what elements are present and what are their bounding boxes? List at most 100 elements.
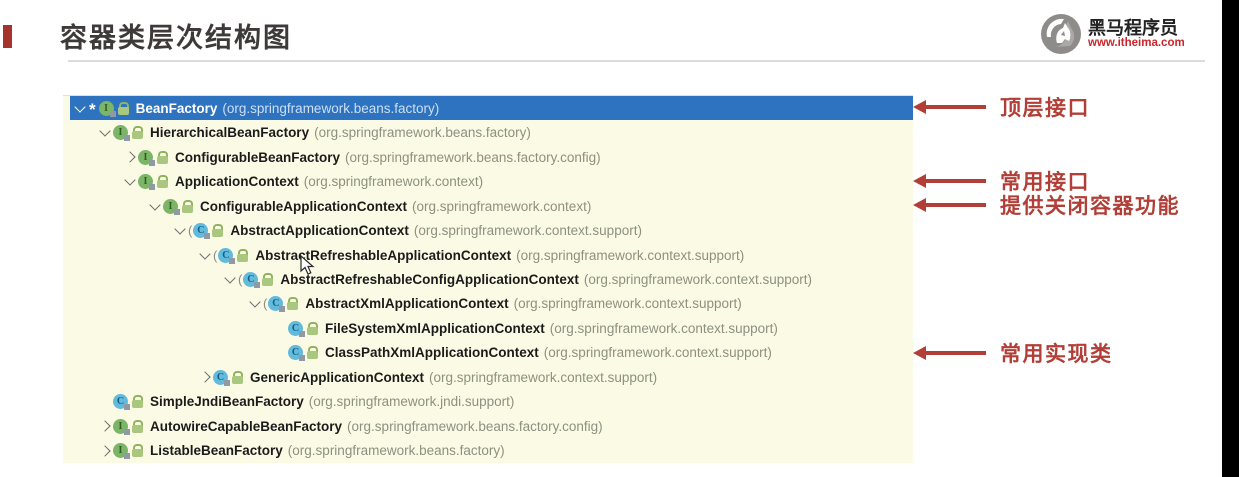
arrow-shaft bbox=[926, 105, 986, 110]
abstract-marker: ( bbox=[238, 272, 243, 288]
collapse-chevron-icon[interactable] bbox=[122, 174, 138, 186]
collapse-chevron-icon[interactable] bbox=[97, 125, 113, 137]
right-edge-bar bbox=[1222, 0, 1239, 477]
class-icon: C bbox=[288, 345, 305, 362]
lock-body bbox=[287, 302, 299, 311]
lock-icon bbox=[131, 443, 144, 458]
class-name: GenericApplicationContext bbox=[250, 369, 425, 385]
lock-shackle bbox=[183, 199, 193, 208]
icon-modifier-square bbox=[224, 379, 230, 386]
chevron-glyph bbox=[99, 125, 111, 137]
expand-chevron-icon[interactable] bbox=[97, 420, 113, 432]
lock-shackle bbox=[288, 297, 299, 306]
package-name: (org.springframework.beans.factory) bbox=[222, 100, 440, 116]
package-name: (org.springframework.beans.factory) bbox=[287, 443, 505, 459]
lock-shackle bbox=[133, 419, 143, 428]
arrow-head-icon bbox=[913, 173, 926, 188]
lock-body bbox=[132, 131, 143, 140]
class-name: ConfigurableApplicationContext bbox=[200, 198, 407, 214]
icon-modifier-square bbox=[124, 404, 130, 411]
chevron-glyph bbox=[249, 296, 261, 309]
lock-body bbox=[132, 424, 143, 433]
chevron-glyph bbox=[99, 420, 111, 432]
class-name: AbstractXmlApplicationContext bbox=[305, 296, 509, 312]
class-name: ClassPathXmlApplicationContext bbox=[325, 345, 539, 361]
package-name: (org.springframework.context.support) bbox=[543, 345, 772, 361]
interface-icon: I bbox=[113, 443, 130, 460]
icon-modifier-square bbox=[174, 208, 180, 215]
lock-icon bbox=[306, 345, 319, 360]
lock-body bbox=[132, 449, 143, 458]
icon-modifier-square bbox=[124, 453, 130, 460]
lock-body bbox=[117, 106, 129, 115]
class-name: AbstractRefreshableApplicationContext bbox=[255, 247, 512, 263]
package-name: (org.springframework.context.support) bbox=[513, 296, 742, 312]
package-name: (org.springframework.beans.factory.confi… bbox=[347, 418, 603, 434]
lock-body bbox=[237, 253, 249, 262]
tree-row[interactable]: C ClassPathXmlApplicationContext(org.spri… bbox=[70, 341, 913, 365]
icon-modifier-square bbox=[124, 135, 130, 142]
class-icon: C bbox=[288, 320, 305, 337]
expand-chevron-icon[interactable] bbox=[122, 151, 138, 163]
collapse-chevron-icon[interactable] bbox=[172, 223, 188, 235]
tree-row[interactable]: C FileSystemXmlApplicationContext(org.spr… bbox=[70, 316, 913, 340]
interface-icon: I bbox=[113, 125, 130, 142]
chevron-glyph bbox=[199, 247, 211, 260]
lock-body bbox=[232, 375, 243, 384]
lock-body bbox=[182, 204, 193, 213]
icon-modifier-square bbox=[299, 330, 305, 337]
lock-shackle bbox=[133, 444, 143, 453]
class-name: AbstractRefreshableConfigApplicationCont… bbox=[280, 272, 579, 288]
icon-modifier-square bbox=[124, 428, 130, 435]
package-name: (org.springframework.beans.factory.confi… bbox=[345, 149, 601, 165]
collapse-chevron-icon[interactable] bbox=[197, 247, 213, 260]
lock-icon bbox=[261, 272, 274, 287]
lock-shackle bbox=[133, 395, 143, 404]
lock-body bbox=[157, 180, 168, 189]
package-name: (org.springframework.context.support) bbox=[583, 272, 812, 288]
lock-icon bbox=[131, 125, 144, 140]
header-divider bbox=[68, 60, 1205, 62]
brand-name: 黑马程序员 bbox=[1088, 17, 1178, 38]
page-title: 容器类层次结构图 bbox=[60, 23, 292, 53]
horse-logo-icon bbox=[1041, 14, 1081, 54]
icon-modifier-square bbox=[204, 233, 211, 240]
collapse-chevron-icon[interactable] bbox=[247, 296, 263, 309]
expand-chevron-icon[interactable] bbox=[97, 445, 113, 457]
lock-icon bbox=[231, 370, 244, 385]
class-name: FileSystemXmlApplicationContext bbox=[325, 320, 545, 336]
expand-chevron-icon[interactable] bbox=[197, 371, 213, 384]
chevron-glyph bbox=[99, 445, 111, 457]
lock-body bbox=[212, 229, 224, 238]
collapse-chevron-icon[interactable] bbox=[222, 272, 238, 284]
class-icon: C bbox=[113, 394, 130, 411]
collapse-chevron-icon[interactable] bbox=[147, 198, 163, 211]
mouse-cursor bbox=[300, 255, 315, 275]
lock-shackle bbox=[263, 273, 274, 282]
package-name: (org.springframework.context.support) bbox=[549, 320, 778, 336]
lock-icon bbox=[131, 394, 144, 409]
tree-row[interactable]: (C AbstractRefreshableConfigApplicationCo… bbox=[70, 267, 913, 291]
class-name: AbstractApplicationContext bbox=[230, 223, 409, 239]
annotation-label: 提供关闭容器功能 bbox=[1000, 195, 1180, 219]
package-name: (org.springframework.context.support) bbox=[516, 247, 745, 263]
abstract-class-icon: C bbox=[243, 272, 261, 289]
class-name: ConfigurableBeanFactory bbox=[175, 149, 341, 165]
lock-body bbox=[307, 326, 318, 335]
lock-body bbox=[157, 155, 168, 164]
collapse-chevron-icon[interactable] bbox=[72, 101, 88, 113]
